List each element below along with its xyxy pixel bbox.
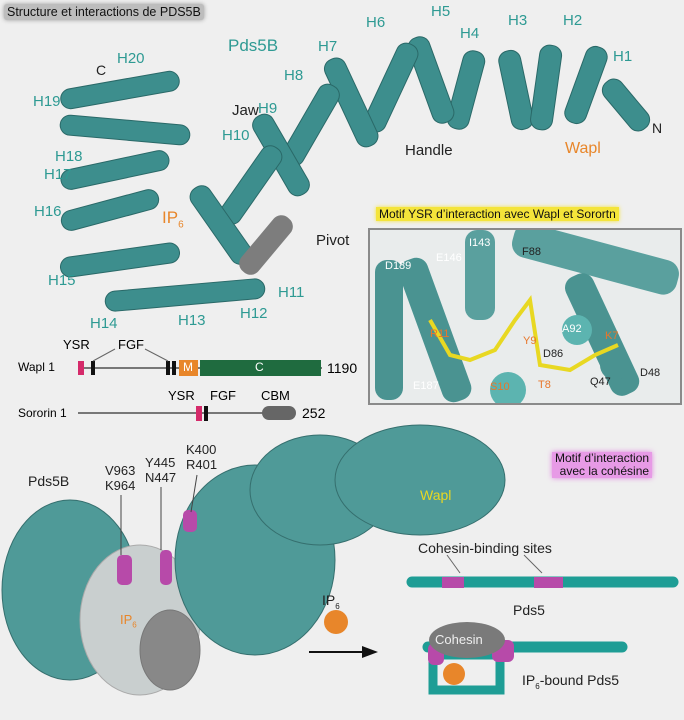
residue-f88: F88 (522, 246, 541, 258)
sororin-cbm-label: CBM (261, 388, 290, 403)
helix-label-h9: H9 (258, 100, 278, 117)
sororin-diagram-name: Sororin 1 (18, 406, 67, 420)
helix-label-h20: H20 (117, 50, 145, 67)
helix-label-h15: H15 (48, 272, 76, 289)
helix-label-h8: H8 (284, 67, 304, 84)
residue-t8: T8 (538, 379, 551, 391)
residue-q47: Q47 (590, 376, 611, 388)
sororin-fgf-label: FGF (210, 388, 236, 403)
pivot-helix (239, 215, 293, 275)
helix-label-h12: H12 (240, 305, 268, 322)
residue-d48: D48 (640, 367, 661, 379)
wapl-length: 1190 (327, 360, 358, 376)
surface-ip6-label: IP6 (120, 612, 137, 630)
helix-label-h16: H16 (34, 203, 62, 220)
wapl-diagram-name: Wapl 1 (18, 360, 55, 374)
sororin-length: 252 (302, 405, 326, 421)
pivot-label: Pivot (316, 232, 350, 249)
residue-i143: I143 (469, 237, 491, 249)
helix-label-h2: H2 (563, 12, 583, 29)
c-terminus-label: C (96, 62, 107, 78)
helix-label-h10: H10 (222, 127, 250, 144)
n-terminus-label: N (652, 120, 663, 136)
surface-wapl-label: Wapl (420, 487, 452, 503)
site-leader-lines (120, 474, 198, 555)
residue-e187: E187 (413, 380, 439, 392)
residue-r11: R11 (430, 328, 450, 340)
wapl-c-domain: C (255, 360, 264, 374)
surface-pds5b-label: Pds5B (28, 473, 70, 489)
inset-title: Motif YSR d’interaction avec Wapl et Sor… (376, 207, 619, 221)
helix-label-h7: H7 (318, 38, 338, 55)
ip6-structure-label: IP6 (162, 208, 184, 231)
residue-k7: K7 (605, 330, 619, 342)
residue-a92: A92 (562, 323, 582, 335)
pds5b-surface (1, 424, 506, 696)
helix-label-h11: H11 (278, 284, 305, 301)
residue-e146: E146 (436, 252, 462, 264)
helix-label-h18: H18 (55, 148, 83, 165)
wapl-domain-diagram (78, 348, 322, 376)
wapl-m-domain: M (183, 360, 193, 374)
inset-graphics (375, 230, 679, 403)
residue-d189: D189 (385, 260, 412, 272)
wapl-structure-label: Wapl (565, 140, 601, 157)
residue-y9: Y9 (523, 335, 537, 347)
pds5b-label: Pds5B (228, 36, 279, 55)
ip6-bound-pds5-label: IP6-bound Pds5 (522, 672, 620, 691)
wapl-fgf-label: FGF (118, 337, 144, 352)
jaw-label: Jaw (232, 102, 259, 119)
ip6-circle (324, 610, 348, 634)
helix-label-h6: H6 (366, 14, 386, 31)
helix-label-h19: H19 (33, 93, 61, 110)
figure-title: Structure et interactions de PDS5B (4, 4, 204, 20)
pds5-schematic (406, 554, 679, 588)
ip6-bound-schematic (422, 622, 628, 695)
reaction-arrow (309, 646, 378, 658)
pds5-label: Pds5 (513, 602, 545, 618)
sororin-ysr-label: YSR (168, 388, 195, 403)
helix-label-h13: H13 (178, 312, 206, 329)
helix-cylinders (59, 36, 651, 312)
handle-label: Handle (405, 142, 453, 159)
sororin-domain-diagram (78, 406, 296, 421)
helix-label-h5: H5 (431, 3, 451, 20)
residue-d86: D86 (543, 348, 564, 360)
surface-magenta-patches (117, 510, 197, 585)
helix-label-h4: H4 (460, 25, 480, 42)
binding-sites-label: Cohesin-binding sites (418, 540, 552, 556)
helix-label-h1: H1 (613, 48, 633, 65)
ysr-motif-inset: D189 E146 I143 F88 A92 D86 Q47 D48 E187 … (368, 228, 682, 405)
ip6-schematic-label: IP6 (322, 592, 340, 611)
helix-label-h17: H17 (44, 166, 72, 183)
helix-label-h3: H3 (508, 12, 528, 29)
residue-s10: S10 (490, 381, 510, 393)
cohesin-label: Cohesin (435, 632, 483, 647)
helix-label-h14: H14 (90, 315, 118, 332)
wapl-ysr-label: YSR (63, 337, 90, 352)
